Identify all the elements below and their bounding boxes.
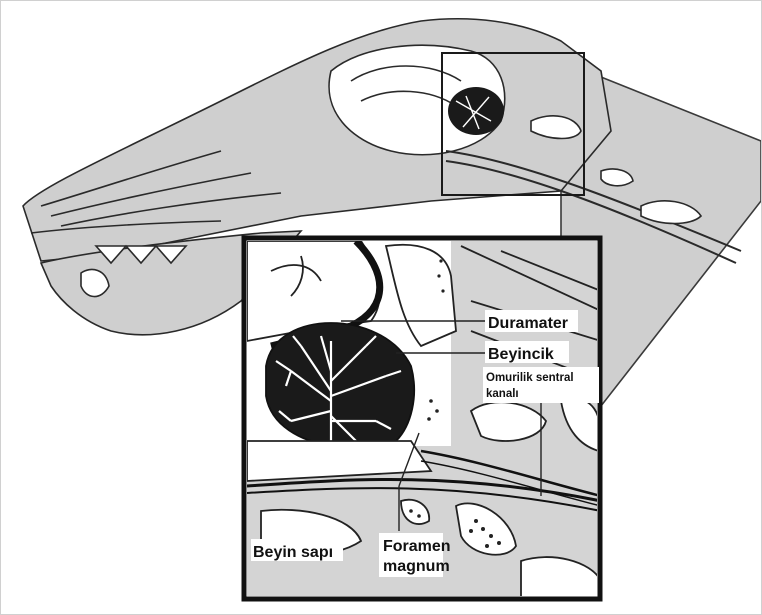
label-omurilik-line2: kanalı xyxy=(486,388,519,400)
label-foramen-line2: magnum xyxy=(383,558,450,575)
label-beyin-sapi: Beyin sapı xyxy=(253,544,333,561)
head-outline xyxy=(23,19,611,261)
label-foramen-line1: Foramen xyxy=(383,538,451,555)
label-beyincik: Beyincik xyxy=(488,346,554,363)
teeth xyxy=(96,246,186,263)
label-omurilik-line1: Omurilik sentral xyxy=(486,372,574,384)
label-duramater: Duramater xyxy=(488,315,568,332)
